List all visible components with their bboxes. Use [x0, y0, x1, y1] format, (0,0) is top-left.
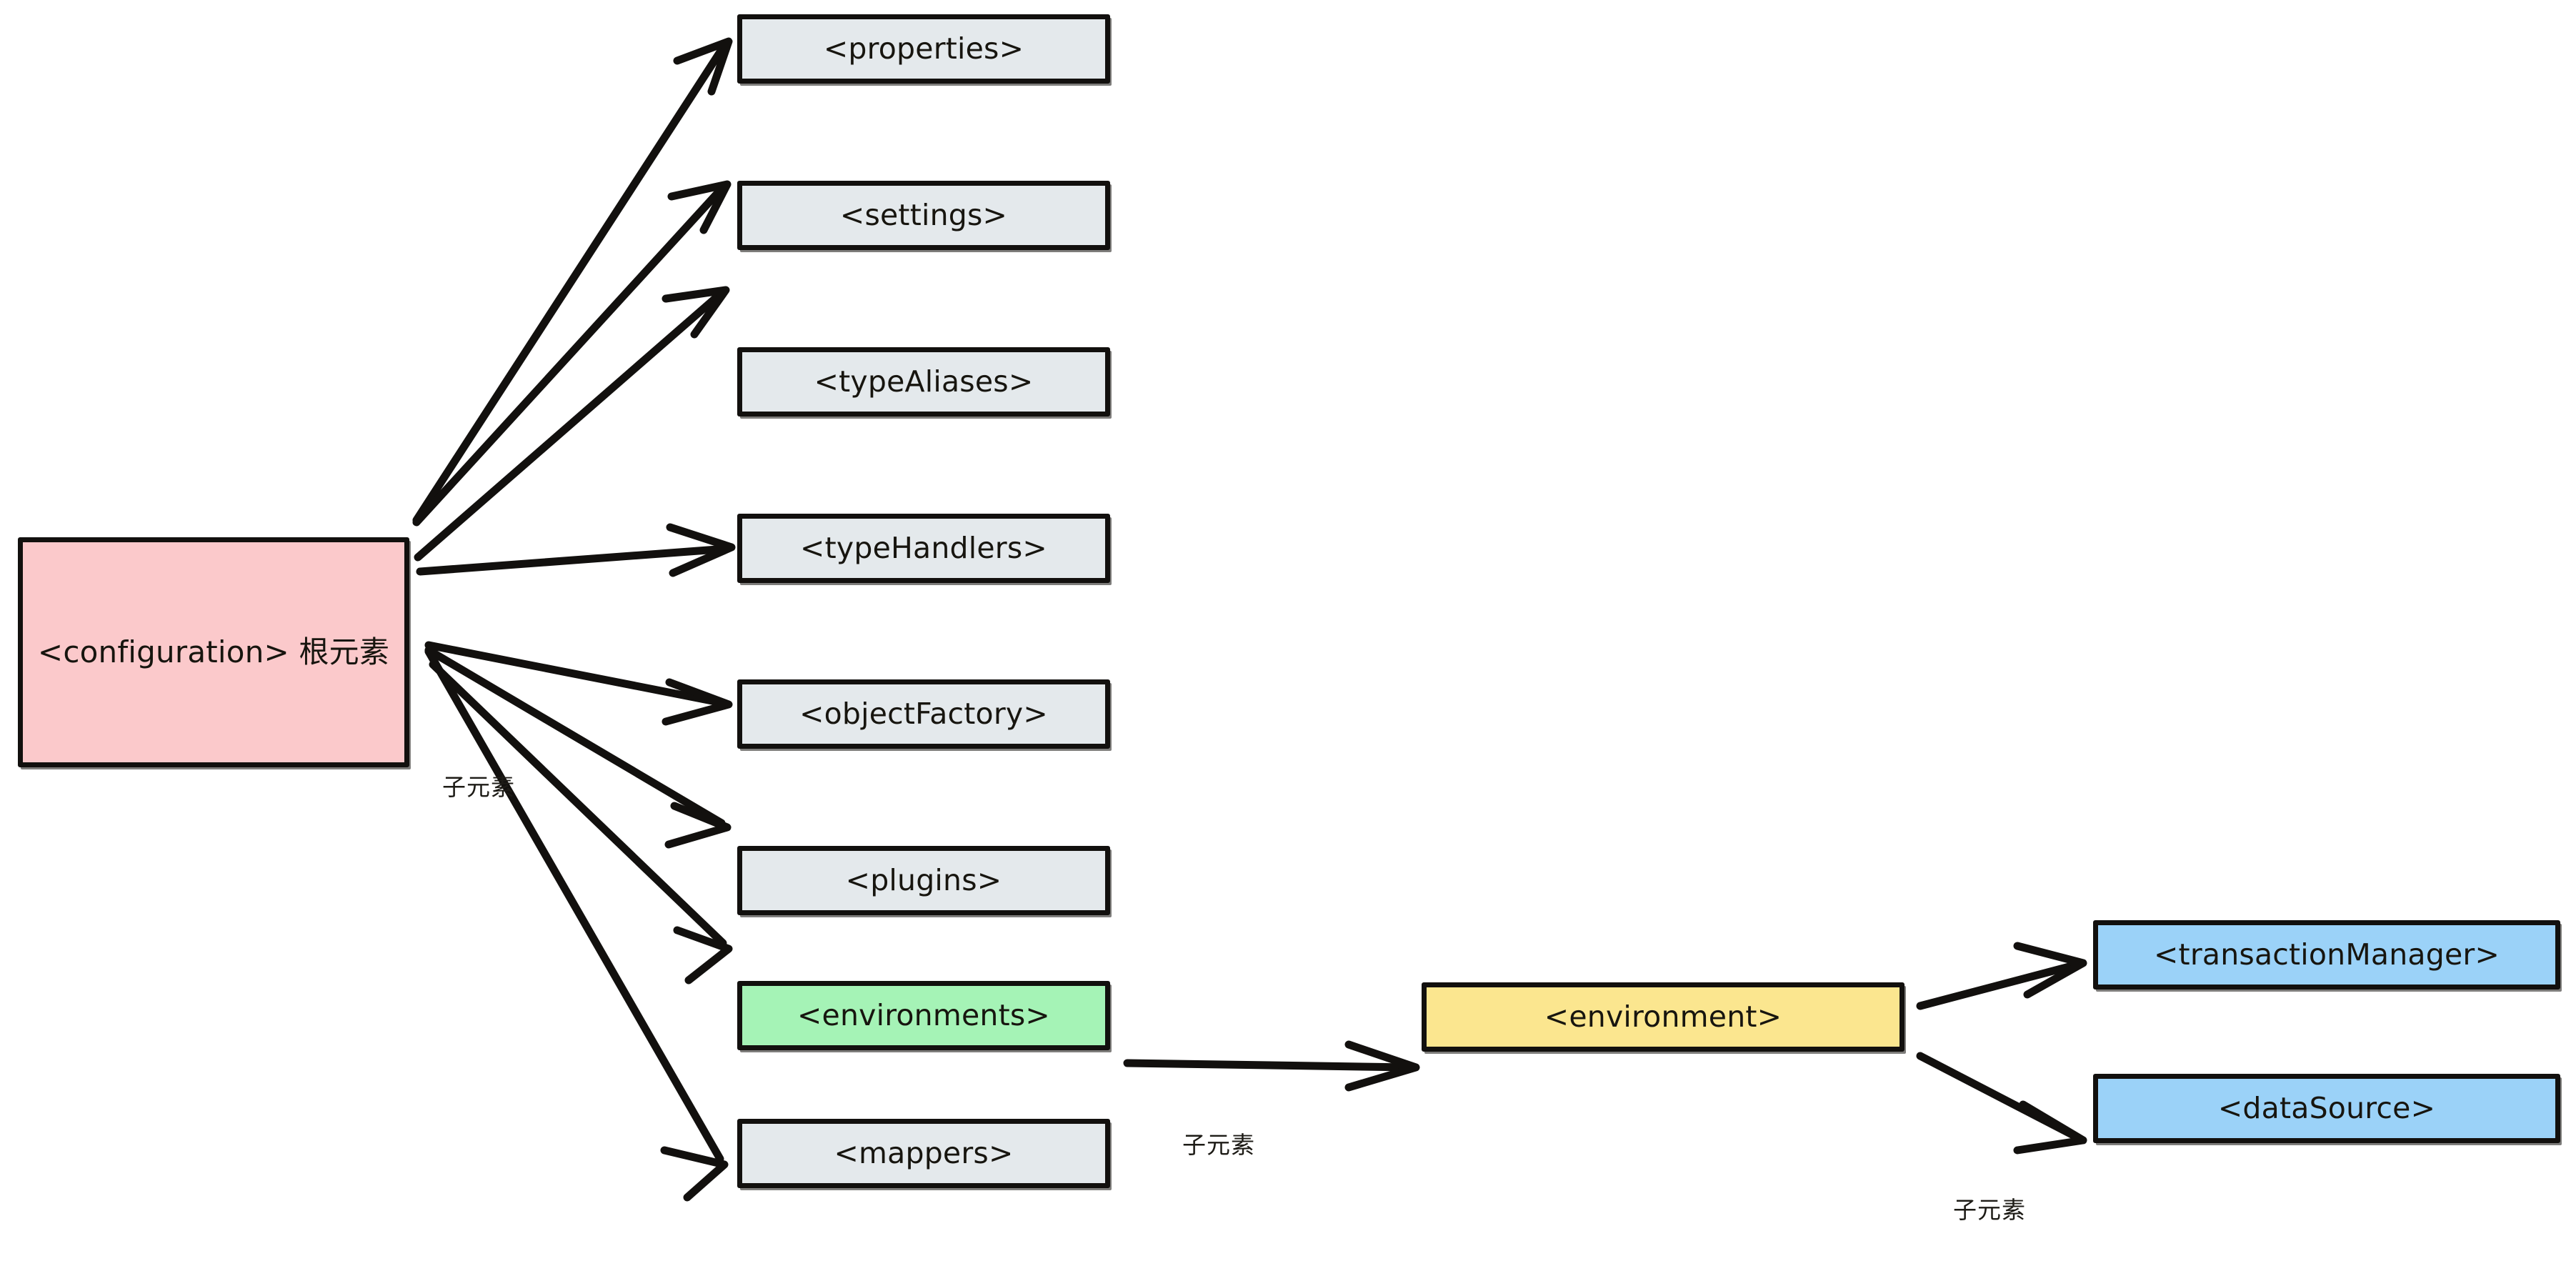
- edge-label-environments-children: 子元素: [1182, 1131, 1255, 1159]
- edge-configuration-typeAliases: [414, 286, 730, 562]
- node-label: <settings>: [839, 198, 1008, 233]
- node-typehandlers[interactable]: <typeHandlers>: [737, 514, 1110, 583]
- node-label: <configuration> 根元素: [37, 634, 390, 670]
- edge-configuration-environments: [429, 660, 733, 985]
- node-properties[interactable]: <properties>: [737, 14, 1110, 84]
- node-label: <plugins>: [845, 863, 1002, 898]
- node-plugins[interactable]: <plugins>: [737, 846, 1110, 915]
- edge-environment-dataSource: [1916, 1052, 2087, 1155]
- edge-configuration-plugins: [424, 646, 732, 849]
- node-typealiases[interactable]: <typeAliases>: [737, 347, 1110, 417]
- node-label: <dataSource>: [2217, 1091, 2436, 1126]
- node-transactionmanager[interactable]: <transactionManager>: [2093, 920, 2560, 990]
- node-mappers[interactable]: <mappers>: [737, 1119, 1110, 1188]
- node-label: <environment>: [1544, 1000, 1782, 1035]
- node-configuration[interactable]: <configuration> 根元素: [18, 537, 409, 767]
- node-objectfactory[interactable]: <objectFactory>: [737, 679, 1110, 749]
- edge-configuration-objectFactory: [424, 641, 733, 726]
- node-label: <typeAliases>: [814, 364, 1034, 399]
- edge-configuration-properties: [412, 37, 733, 524]
- node-datasource[interactable]: <dataSource>: [2093, 1074, 2560, 1143]
- node-label: <environments>: [797, 998, 1050, 1033]
- node-label: <properties>: [823, 31, 1024, 66]
- node-environments[interactable]: <environments>: [737, 981, 1110, 1050]
- node-label: <mappers>: [834, 1136, 1014, 1171]
- edge-label-configuration-children: 子元素: [442, 773, 515, 801]
- node-label: <objectFactory>: [799, 697, 1048, 732]
- edge-configuration-settings: [412, 180, 732, 527]
- node-label: <typeHandlers>: [800, 531, 1047, 566]
- node-environment[interactable]: <environment>: [1422, 982, 1904, 1052]
- edge-label-environment-children: 子元素: [1953, 1196, 2026, 1224]
- edge-environments-environment: [1123, 1040, 1420, 1092]
- edge-environment-transactionManager: [1916, 942, 2087, 1010]
- edge-configuration-typeHandlers: [416, 523, 736, 577]
- edge-configuration-mappers: [424, 647, 729, 1202]
- node-label: <transactionManager>: [2153, 937, 2500, 972]
- node-settings[interactable]: <settings>: [737, 181, 1110, 250]
